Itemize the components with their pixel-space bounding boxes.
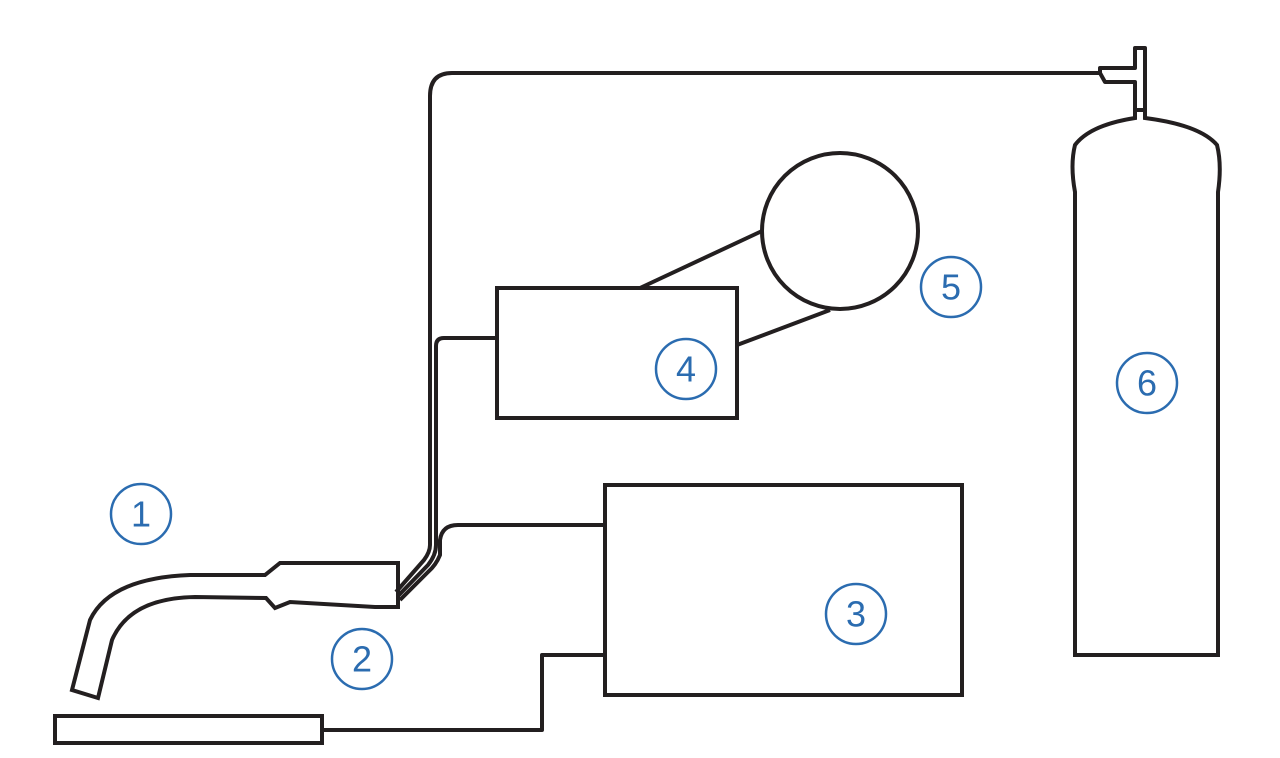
spool-link-upper	[639, 229, 763, 290]
power-source-box	[603, 483, 964, 697]
power-cable	[398, 523, 605, 602]
callout-3-ring	[824, 582, 888, 646]
wire-spool	[760, 151, 920, 311]
callout-3: 3	[824, 582, 888, 646]
welding-torch	[69, 561, 400, 701]
callout-6-label: 6	[1137, 363, 1157, 404]
callout-3-label: 3	[846, 594, 866, 635]
callout-2-ring	[330, 627, 394, 691]
callout-2-label: 2	[352, 639, 372, 680]
callout-5-ring	[919, 255, 983, 319]
ground-cable	[322, 653, 605, 732]
gas-hose	[394, 71, 1100, 594]
callout-1-label: 1	[131, 494, 151, 535]
callout-1: 1	[109, 482, 173, 546]
callout-4: 4	[654, 337, 718, 401]
callout-4-ring	[654, 337, 718, 401]
workpiece	[53, 714, 324, 745]
wire-feeder-box	[495, 286, 739, 420]
callout-6: 6	[1115, 351, 1179, 415]
callout-4-label: 4	[676, 349, 696, 390]
callout-1-ring	[109, 482, 173, 546]
callout-6-ring	[1115, 351, 1179, 415]
feeder-cable	[396, 336, 497, 598]
cylinder-valve	[1098, 46, 1147, 112]
callout-5-label: 5	[941, 267, 961, 308]
gas-cylinder	[1070, 110, 1222, 657]
spool-link-lower	[736, 308, 831, 347]
callout-5: 5	[919, 255, 983, 319]
callout-2: 2	[330, 627, 394, 691]
